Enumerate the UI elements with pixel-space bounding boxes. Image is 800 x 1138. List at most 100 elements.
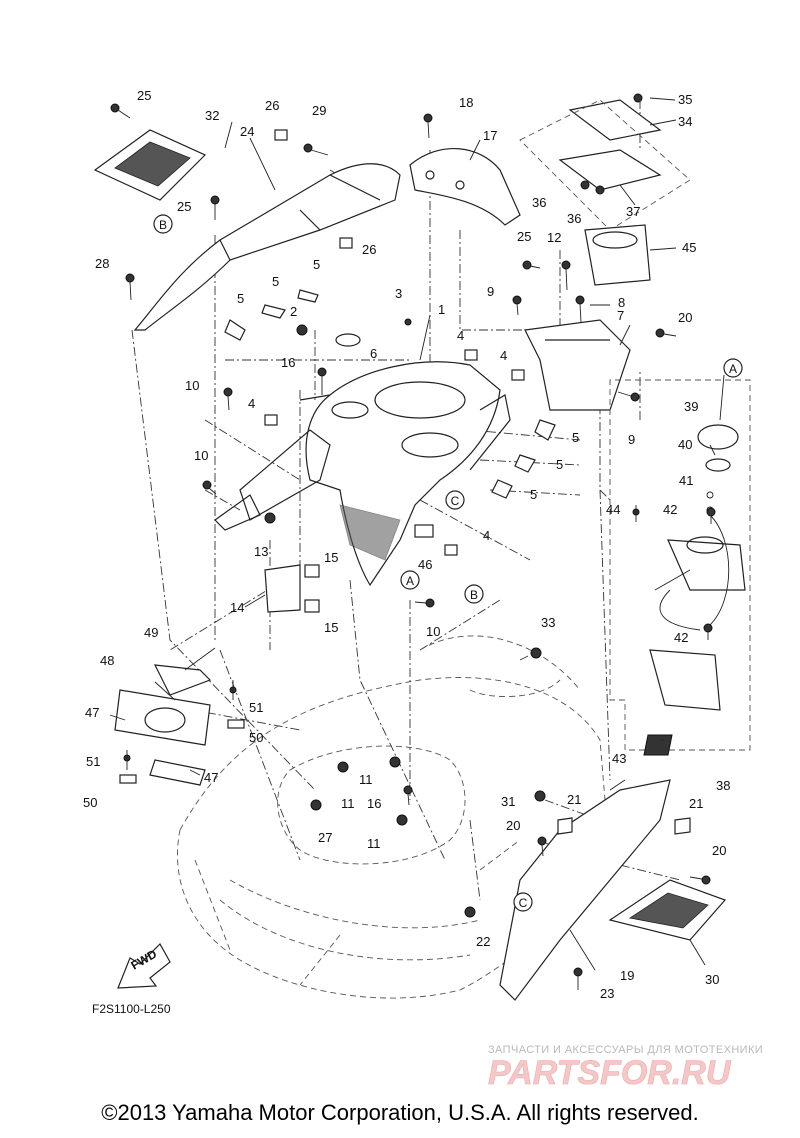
- part-label: 33: [541, 615, 555, 630]
- cup-holder: [584, 224, 651, 286]
- drawing-code: F2S1100-L250: [92, 1002, 171, 1016]
- part-label: 36: [567, 211, 581, 226]
- svg-text:A: A: [406, 574, 414, 588]
- bolt-icon: [210, 195, 220, 220]
- part-label: 4: [483, 528, 490, 543]
- part-label: 30: [705, 972, 719, 987]
- bolt-icon: [633, 93, 643, 103]
- bolt-icon: [534, 790, 546, 802]
- bolt-icon: [396, 814, 408, 826]
- part-label: 25: [137, 88, 151, 103]
- bolt-icon: [223, 387, 233, 411]
- part-label: 43: [612, 751, 626, 766]
- part-label: 29: [312, 103, 326, 118]
- part-label: 22: [476, 934, 490, 949]
- center-console: [214, 361, 511, 587]
- part-label: 44: [606, 502, 620, 517]
- part-label: 41: [679, 473, 693, 488]
- part-label: 47: [204, 770, 218, 785]
- part-label: 36: [532, 195, 546, 210]
- part-number-labels: 1 2 3 4 4 4 4 5 5 5 5 5 5 6 7 8 9 9 10 1…: [83, 88, 730, 1001]
- reference-mark-b: B: [464, 584, 484, 604]
- bolt-icon: [403, 785, 413, 806]
- bolt-icon: [530, 647, 542, 659]
- bolt-icon: [317, 367, 327, 395]
- bolt-icon: [389, 756, 401, 768]
- part-label: 46: [418, 557, 432, 572]
- bolt-icon: [703, 623, 713, 640]
- bolt-icon: [522, 260, 541, 270]
- part-label: 10: [194, 448, 208, 463]
- part-label: 12: [547, 230, 561, 245]
- bolt-icon: [110, 103, 131, 119]
- part-label: 20: [678, 310, 692, 325]
- part-label: 21: [567, 792, 581, 807]
- bolt-icon: [202, 480, 217, 495]
- bolt-icon: [632, 505, 640, 522]
- svg-text:B: B: [159, 218, 167, 232]
- part-label: 19: [620, 968, 634, 983]
- part-label: 51: [249, 700, 263, 715]
- forward-direction-arrow: FWD: [117, 943, 171, 989]
- storage-box: [524, 319, 631, 411]
- svg-text:C: C: [451, 494, 460, 508]
- bolt-icon: [655, 328, 677, 338]
- part-label: 4: [500, 348, 507, 363]
- step-pad-left: [93, 129, 207, 201]
- bolt-icon: [125, 273, 135, 301]
- small-parts: [224, 129, 691, 835]
- part-label: 11: [367, 836, 381, 851]
- svg-text:PARTSFOR.RU: PARTSFOR.RU: [488, 1054, 732, 1090]
- part-label: 24: [240, 124, 254, 139]
- bolt-icon: [573, 967, 583, 990]
- bolt-icon: [706, 507, 716, 524]
- storage-lid: [519, 99, 691, 231]
- part-label: 42: [674, 630, 688, 645]
- part-label: 17: [483, 128, 497, 143]
- bolt-icon: [575, 295, 585, 323]
- part-label: 51: [86, 754, 100, 769]
- part-label: 40: [678, 437, 692, 452]
- part-label: 5: [530, 487, 537, 502]
- part-label: 32: [205, 108, 219, 123]
- part-label: 49: [144, 625, 158, 640]
- reference-mark-c: C: [445, 490, 465, 510]
- bolt-icon: [264, 512, 276, 524]
- part-label: 2: [290, 304, 297, 319]
- rear-deck-cover: [133, 163, 401, 331]
- bolt-icon: [310, 799, 322, 811]
- bolt-icon: [296, 324, 308, 336]
- part-label: 7: [617, 308, 624, 323]
- bolt-icon: [229, 680, 237, 700]
- engine-cover-pads: [114, 664, 212, 786]
- part-label: 50: [249, 730, 263, 745]
- svg-text:C: C: [519, 896, 528, 910]
- bolt-icon: [617, 391, 640, 402]
- part-label: 31: [501, 794, 515, 809]
- part-label: 48: [100, 653, 114, 668]
- part-label: 4: [248, 396, 255, 411]
- bolt-icon: [512, 295, 522, 316]
- part-label: 20: [712, 843, 726, 858]
- part-label: 5: [237, 291, 244, 306]
- part-label: 9: [487, 284, 494, 299]
- bolt-icon: [595, 185, 605, 195]
- watermark-logo: PARTSFOR.RU: [488, 1054, 732, 1090]
- bolt-icon: [119, 774, 137, 784]
- bolt-icon: [580, 180, 590, 190]
- svg-text:B: B: [470, 588, 478, 602]
- part-label: 37: [626, 204, 640, 219]
- part-label: 28: [95, 256, 109, 271]
- reference-mark-c: C: [513, 892, 533, 912]
- part-label: 11: [359, 772, 373, 787]
- part-label: 15: [324, 620, 338, 635]
- part-label: 15: [324, 550, 338, 565]
- svg-text:A: A: [729, 362, 737, 376]
- bolt-icon: [414, 598, 435, 608]
- part-label: 5: [272, 274, 279, 289]
- reference-mark-a: A: [723, 358, 743, 378]
- part-label: 50: [83, 795, 97, 810]
- handlebar-cover: [409, 147, 521, 226]
